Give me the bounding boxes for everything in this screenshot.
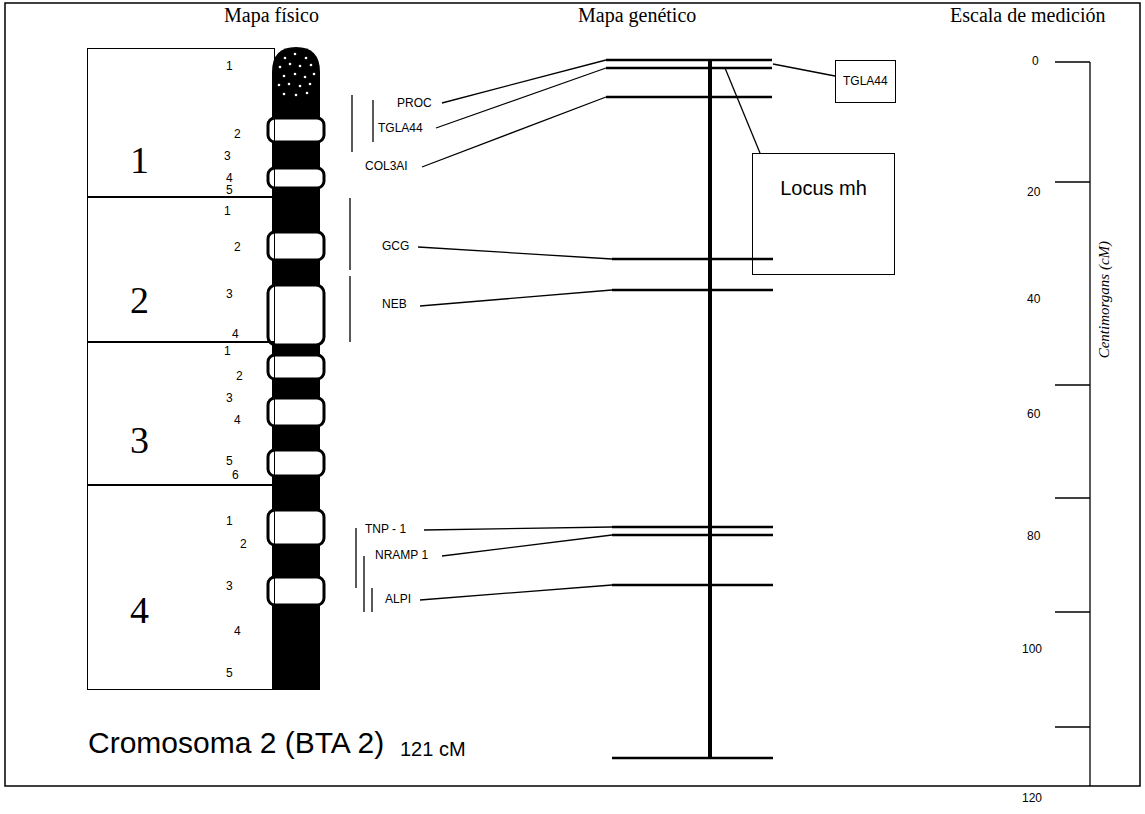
region-box: 1 [87, 48, 275, 197]
band-number: 3 [226, 288, 233, 302]
cm-scale [1055, 62, 1090, 786]
outer-frame [5, 3, 1140, 786]
axis-title: Centimorgans (cM) [1096, 241, 1113, 358]
genetic-map [606, 60, 835, 758]
region-number: 2 [130, 280, 149, 322]
gene-label: NEB [382, 298, 407, 312]
band-number: 3 [226, 580, 233, 594]
band-number: 4 [234, 625, 241, 639]
region-box: 2 [87, 197, 275, 342]
band-number: 1 [224, 205, 231, 219]
scale-number: 60 [1027, 408, 1040, 422]
column-heading: Escala de medición [950, 4, 1106, 27]
band-number: 2 [234, 241, 241, 255]
gene-label: ALPI [385, 593, 411, 607]
gene-label: PROC [397, 97, 432, 111]
column-heading: Mapa físico [224, 4, 319, 27]
scale-number: 40 [1027, 293, 1040, 307]
scale-number: 100 [1022, 643, 1042, 657]
band-number: 2 [236, 370, 243, 384]
marker-box: TGLA44 [835, 60, 896, 103]
band-number: 2 [234, 128, 241, 142]
scale-number: 80 [1027, 530, 1040, 544]
column-heading: Mapa genético [578, 4, 696, 27]
centromere-dots [278, 53, 316, 97]
band-number: 5 [226, 667, 233, 681]
map-length: 121 cM [400, 738, 466, 761]
locus-box: Locus mh [752, 153, 895, 275]
gene-label: TGLA44 [378, 122, 423, 136]
band-number: 3 [224, 150, 231, 164]
chromosome-caption: Cromosoma 2 (BTA 2) [88, 726, 384, 761]
gene-label: NRAMP 1 [375, 549, 428, 563]
gene-label: COL3AI [365, 160, 408, 174]
region-box: 4 [87, 485, 275, 690]
scale-number: 0 [1032, 55, 1039, 69]
gene-leaders [418, 60, 612, 600]
band-number: 5 [226, 455, 233, 469]
gene-label: TNP - 1 [365, 523, 406, 537]
gene-label: GCG [382, 240, 409, 254]
scale-number: 120 [1022, 792, 1042, 806]
scale-number: 20 [1027, 186, 1040, 200]
band-number: 4 [234, 414, 241, 428]
band-number: 1 [226, 515, 233, 529]
band-number: 3 [226, 392, 233, 406]
region-box: 3 [87, 342, 275, 485]
box-label: Locus mh [780, 177, 867, 199]
band-number: 2 [240, 538, 247, 552]
band-number: 5 [226, 184, 233, 198]
band-number: 1 [224, 345, 231, 359]
box-label: TGLA44 [843, 75, 888, 88]
band-number: 1 [226, 60, 233, 74]
region-number: 3 [130, 420, 149, 462]
region-number: 4 [130, 590, 149, 632]
region-number: 1 [130, 140, 149, 182]
band-number: 6 [232, 469, 239, 483]
chromosome-bands [268, 118, 324, 605]
band-number: 4 [232, 328, 239, 342]
